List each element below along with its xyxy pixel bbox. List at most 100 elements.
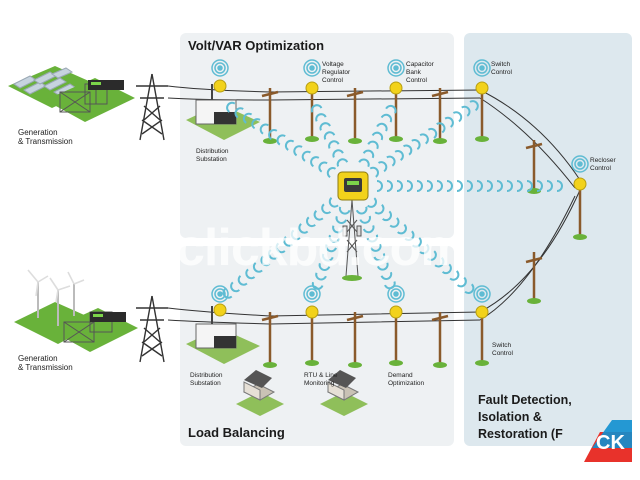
wave-arc (419, 243, 430, 255)
transmission-tower-bottom (136, 295, 168, 363)
label-switch-top-1: Switch (491, 61, 511, 68)
wave-arc (315, 272, 327, 281)
wave-arc (526, 180, 533, 192)
wave-arc (384, 281, 396, 290)
label-generation-bottom-1: Generation (18, 354, 58, 363)
communication-tower (342, 199, 362, 277)
wave-arc (436, 180, 443, 192)
wave-arc (276, 134, 286, 146)
label-rtu-line-monitoring: RTU & Line Monitoring (304, 372, 337, 388)
wave-arc (293, 145, 303, 157)
wave-arc (441, 263, 452, 275)
label-distribution-substation-bottom: Distribution Substation (190, 372, 223, 388)
fdir-title-line-3: Restoration (F (478, 427, 563, 441)
wave-arc (260, 255, 271, 267)
substation-bottom (50, 308, 138, 352)
label-voltage-reg-3: Control (322, 77, 343, 84)
wave-arc (358, 158, 370, 168)
wave-arc (355, 206, 368, 215)
wave-arc (222, 288, 233, 299)
wave-arc (268, 249, 278, 260)
wave-arc (396, 180, 403, 192)
label-switch-bottom-2: Control (492, 350, 513, 357)
wave-arc (373, 253, 386, 262)
wave-arc (386, 180, 393, 192)
fdir-title-line-2: Isolation & (478, 410, 542, 424)
wave-arc (321, 203, 332, 215)
wave-arc (380, 271, 393, 280)
wave-arc (371, 131, 384, 141)
central-hub (337, 171, 369, 201)
wave-arc (319, 122, 331, 131)
label-generation-top-2: & Transmission (18, 137, 73, 146)
distribution-substation-bottom (186, 306, 260, 364)
wave-arc (386, 155, 396, 167)
wind-farm-bottom (14, 269, 100, 344)
wave-arc (426, 180, 433, 192)
wave-arc (452, 111, 463, 123)
wave-arc (328, 197, 339, 208)
wave-arc (362, 149, 375, 159)
wave-arc (332, 149, 344, 158)
wave-arc (315, 113, 327, 122)
solar-farm-top (8, 66, 100, 108)
label-voltage-reg-1: Voltage (322, 61, 344, 68)
wave-arc (456, 180, 463, 192)
wave-arc (298, 223, 309, 234)
wave-arc (506, 180, 513, 192)
wave-arc (338, 206, 351, 215)
label-recloser-2: Control (590, 165, 611, 172)
utility-poles-top (261, 86, 484, 140)
wave-arc (322, 253, 334, 262)
wave-arc (382, 210, 392, 222)
wave-arc (369, 166, 379, 178)
wave-arc (376, 180, 383, 192)
wave-arc (326, 167, 337, 179)
wave-arc (234, 107, 244, 119)
wave-arc (426, 250, 437, 261)
wave-arc (404, 230, 415, 241)
wave-arc (397, 223, 407, 235)
label-dist-sub-top-2: Substation (196, 156, 227, 163)
wave-arc (486, 180, 493, 192)
wave-arc (306, 216, 316, 228)
wave-arc (366, 234, 379, 243)
wave-arc (434, 257, 445, 268)
wave-arc (369, 243, 382, 252)
label-demand-1: Demand (388, 372, 413, 379)
wave-arc (476, 180, 483, 192)
label-demand-2: Optimization (388, 380, 425, 387)
label-rtu-1: RTU & Line (304, 372, 338, 379)
wave-arc (311, 281, 324, 290)
house-left (236, 370, 284, 416)
label-voltage-reg-2: Regulator (322, 69, 351, 76)
wave-arc (275, 242, 286, 254)
wave-arc (376, 262, 389, 271)
wave-arc (226, 101, 236, 113)
wave-arc (328, 140, 340, 149)
wave-arc (436, 122, 446, 134)
label-voltage-regulator: Voltage Regulator Control (322, 61, 350, 85)
wave-arc (318, 161, 328, 173)
wave-arc (469, 100, 479, 112)
wave-arc (464, 283, 475, 294)
label-demand-optimization: Demand Optimization (388, 372, 424, 388)
wave-arc (283, 236, 294, 247)
wave-arc (456, 276, 467, 288)
label-cap-bank-3: Control (406, 77, 427, 84)
field-devices (213, 79, 587, 319)
wave-arc (310, 156, 320, 168)
wave-arc (252, 262, 263, 273)
wave-arc (335, 215, 348, 224)
wireless-waves (222, 100, 563, 299)
wave-arc (411, 237, 422, 248)
label-generation-bottom-2: & Transmission (18, 363, 73, 372)
wave-arc (325, 244, 337, 253)
wave-arc (367, 197, 377, 208)
wave-arc (461, 105, 471, 117)
wave-arc (419, 133, 429, 145)
wave-arc (290, 229, 301, 241)
wave-arc (389, 217, 400, 228)
